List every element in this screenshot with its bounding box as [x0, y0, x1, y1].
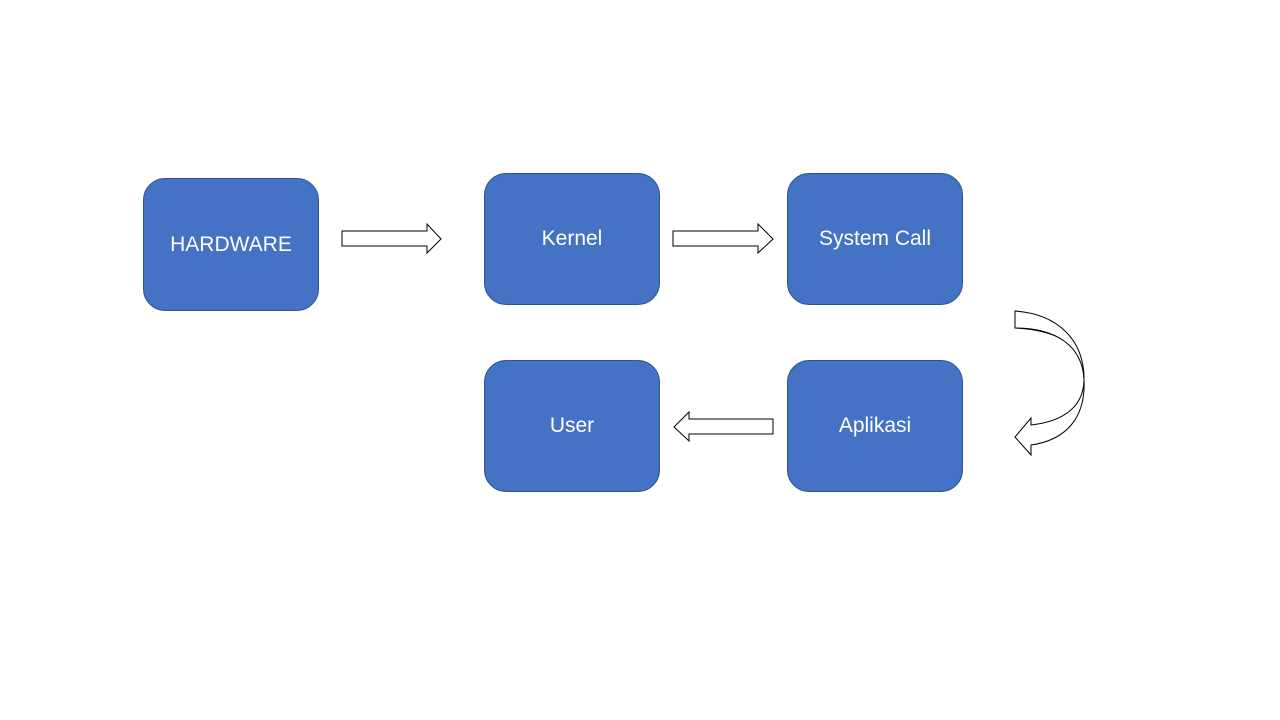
- node-kernel-label: Kernel: [541, 227, 603, 250]
- arrow-aplikasi-to-user: [673, 410, 774, 443]
- curved-arrow-front-face: [1014, 310, 1085, 457]
- arrow-hardware-to-kernel: [341, 222, 442, 255]
- node-hardware-label: HARDWARE: [170, 232, 292, 256]
- curved-arrow-system-call-to-aplikasi: [1014, 310, 1085, 457]
- node-user-label: User: [549, 414, 595, 437]
- node-hardware: HARDWARE: [143, 178, 319, 311]
- arrow-kernel-to-system-call: [672, 222, 774, 255]
- node-system-call: System Call: [787, 173, 963, 305]
- node-aplikasi: Aplikasi: [787, 360, 963, 492]
- node-kernel: Kernel: [484, 173, 660, 305]
- node-system-call-label: System Call: [818, 227, 932, 250]
- node-user: User: [484, 360, 660, 492]
- node-aplikasi-label: Aplikasi: [838, 414, 912, 437]
